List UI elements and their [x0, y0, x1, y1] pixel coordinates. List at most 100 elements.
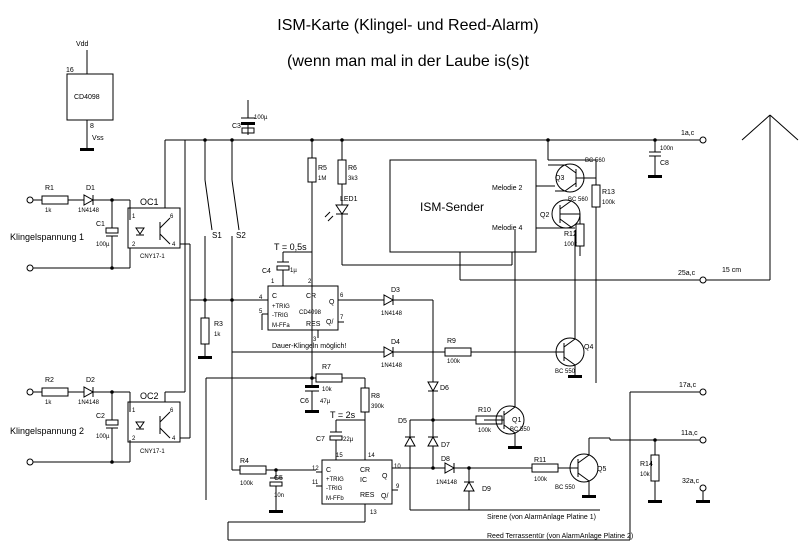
svg-text:LED1: LED1 — [340, 196, 358, 203]
input-stage-2: R2 1k D2 1N4148 C2 100µ Klingelspannung … — [10, 377, 131, 466]
svg-text:OC2: OC2 — [140, 391, 159, 401]
svg-text:BC 560: BC 560 — [568, 197, 589, 203]
page-title: ISM-Karte (Klingel- und Reed-Alarm) — [277, 17, 538, 34]
svg-text:15 cm: 15 cm — [722, 267, 741, 274]
svg-text:22µ: 22µ — [343, 437, 354, 443]
svg-text:1N4148: 1N4148 — [381, 311, 403, 317]
svg-text:Q2: Q2 — [540, 212, 549, 219]
svg-text:IC: IC — [360, 477, 367, 484]
svg-text:D7: D7 — [441, 442, 450, 449]
timing-resistors: R5 1M R6 3k3 LED1 — [307, 140, 512, 286]
svg-text:C2: C2 — [96, 413, 105, 420]
svg-text:C: C — [272, 293, 277, 300]
antenna: 15 cm — [706, 114, 799, 281]
svg-text:2: 2 — [132, 242, 136, 248]
svg-text:D6: D6 — [440, 385, 449, 392]
svg-text:Q/: Q/ — [326, 319, 333, 326]
svg-text:2: 2 — [132, 436, 136, 442]
svg-text:D3: D3 — [391, 287, 400, 294]
svg-text:47µ: 47µ — [320, 399, 331, 405]
svg-text:R1: R1 — [45, 185, 54, 192]
svg-text:1N4148: 1N4148 — [78, 208, 100, 214]
svg-text:R13: R13 — [602, 189, 615, 196]
svg-text:C8: C8 — [660, 160, 669, 167]
svg-text:R12: R12 — [564, 231, 577, 238]
svg-text:R8: R8 — [371, 393, 380, 400]
svg-text:3: 3 — [313, 337, 317, 343]
svg-text:4: 4 — [172, 436, 176, 442]
svg-text:R9: R9 — [447, 338, 456, 345]
svg-text:1: 1 — [132, 408, 136, 414]
svg-text:RES: RES — [360, 492, 375, 499]
svg-text:R5: R5 — [318, 165, 327, 172]
svg-text:1N4148: 1N4148 — [436, 480, 458, 486]
svg-text:C5: C5 — [274, 475, 283, 482]
svg-text:R7: R7 — [322, 364, 331, 371]
svg-text:Q4: Q4 — [584, 344, 593, 351]
svg-text:R3: R3 — [214, 321, 223, 328]
q1-driver: D6 R10 100k D5 D7 Q1 BC 550 — [398, 230, 531, 510]
input-2-label: Klingelspannung 2 — [10, 426, 84, 436]
svg-text:100k: 100k — [447, 359, 461, 365]
svg-text:Q: Q — [382, 473, 388, 480]
svg-text:11a,c: 11a,c — [681, 430, 698, 437]
svg-text:1: 1 — [132, 214, 136, 220]
q4-driver: D3 1N4148 D4 1N4148 R9 100k Q4 BC 550 — [232, 230, 593, 378]
svg-text:Melodie 4: Melodie 4 — [492, 225, 522, 232]
svg-text:T = 0,5s: T = 0,5s — [274, 242, 307, 252]
svg-text:5: 5 — [259, 309, 263, 315]
svg-text:14: 14 — [368, 453, 375, 459]
svg-text:1k: 1k — [45, 208, 52, 214]
svg-text:6: 6 — [170, 214, 174, 220]
svg-text:2: 2 — [308, 279, 312, 285]
svg-text:R6: R6 — [348, 165, 357, 172]
input-stage-1: R1 1k D1 1N4148 C1 100µ Klingelspannung … — [10, 185, 131, 272]
svg-text:100µ: 100µ — [96, 434, 110, 440]
svg-text:Melodie 2: Melodie 2 — [492, 185, 522, 192]
svg-text:4: 4 — [259, 295, 263, 301]
svg-text:C6: C6 — [300, 398, 309, 405]
svg-text:CD4098: CD4098 — [74, 94, 100, 101]
switches-s1-s2: S1 S2 R3 1k — [190, 179, 262, 460]
svg-text:CNY17-1: CNY17-1 — [140, 449, 165, 455]
svg-text:BC 550: BC 550 — [510, 427, 531, 433]
svg-text:D4: D4 — [391, 339, 400, 346]
svg-text:BC 560: BC 560 — [585, 158, 606, 164]
svg-text:S2: S2 — [236, 231, 246, 240]
svg-text:10k: 10k — [322, 387, 333, 393]
svg-text:1N4148: 1N4148 — [78, 400, 100, 406]
svg-text:BC 550: BC 550 — [555, 485, 576, 491]
svg-text:Vss: Vss — [92, 135, 104, 142]
svg-text:-TRIG: -TRIG — [272, 313, 289, 319]
svg-text:7: 7 — [340, 315, 344, 321]
supply-rail: 1a,c — [164, 130, 707, 200]
monoflop-2-timing: R7 10k C6 47µ R8 390k — [205, 286, 385, 500]
reed-note: Reed Terrassentür (von AlarmAnlage Plati… — [487, 533, 633, 540]
svg-text:12: 12 — [312, 466, 319, 472]
svg-text:1N4148: 1N4148 — [381, 363, 403, 369]
input-1-label: Klingelspannung 1 — [10, 232, 84, 242]
svg-text:100n: 100n — [660, 146, 673, 152]
svg-text:OC1: OC1 — [140, 197, 159, 207]
svg-text:8: 8 — [90, 123, 94, 130]
svg-text:R10: R10 — [478, 407, 491, 414]
svg-text:C: C — [326, 467, 331, 474]
svg-text:+TRIG: +TRIG — [272, 304, 290, 310]
svg-text:Q/: Q/ — [381, 493, 388, 500]
svg-text:R4: R4 — [240, 458, 249, 465]
connector-1ac-label: 1a,c — [681, 130, 695, 137]
continuous-ring-note: Dauer-Klingeln möglich! — [272, 343, 346, 350]
svg-text:T = 2s: T = 2s — [330, 410, 356, 420]
svg-text:13: 13 — [370, 510, 377, 516]
svg-text:100k: 100k — [240, 481, 254, 487]
svg-text:M-FFa: M-FFa — [272, 323, 290, 329]
svg-text:16: 16 — [66, 67, 74, 74]
svg-text:1: 1 — [271, 279, 275, 285]
svg-text:3k3: 3k3 — [348, 176, 358, 182]
svg-text:D2: D2 — [86, 377, 95, 384]
svg-text:Vdd: Vdd — [76, 41, 89, 48]
svg-text:R11: R11 — [534, 457, 546, 464]
capacitor-c8: 100n C8 — [648, 140, 673, 178]
